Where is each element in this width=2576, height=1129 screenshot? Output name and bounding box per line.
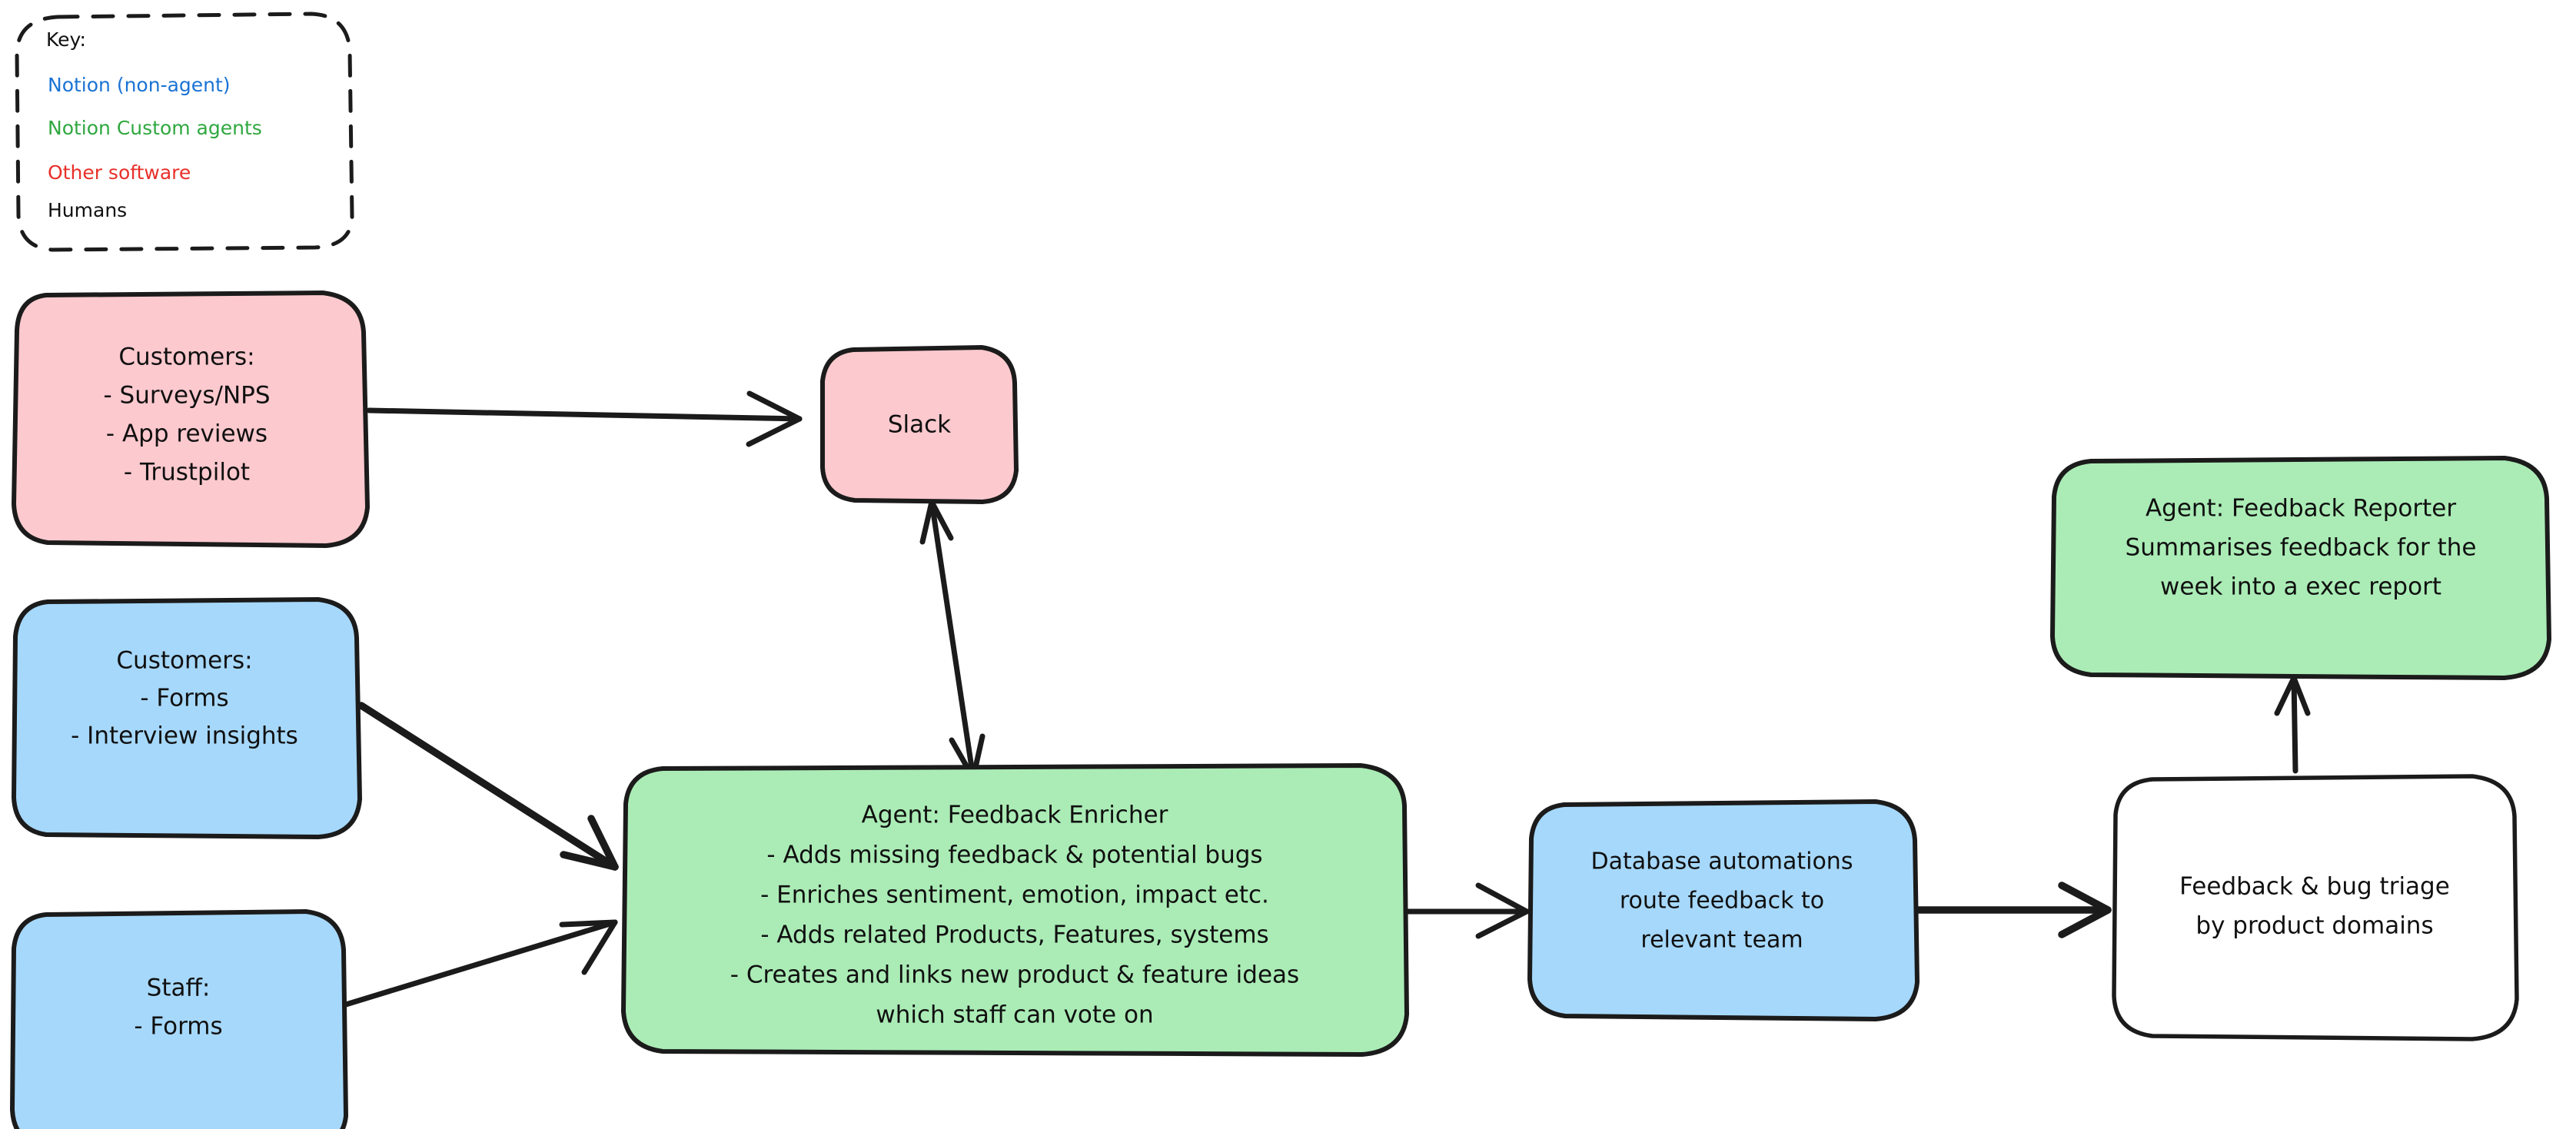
node-customers-sources-line-0: Customers: (118, 344, 254, 371)
edge-triage-to-feedback-reporter (2274, 675, 2311, 774)
key-legend: Key: Notion (non-agent) Notion Custom ag… (15, 12, 354, 252)
node-feedback-enricher-line-5: which staff can vote on (876, 1001, 1153, 1029)
node-triage-line-1: by product domains (2195, 912, 2433, 940)
edge-feedback-enricher-to-database-automations (1404, 882, 1530, 939)
node-slack[interactable]: Slack (820, 345, 1019, 504)
node-feedback-enricher-line-0: Agent: Feedback Enricher (862, 802, 1168, 829)
node-database-automations[interactable]: Database automations route feedback to r… (1527, 799, 1920, 1021)
node-customers-forms-line-2: - Interview insights (71, 722, 298, 750)
key-item-notion-non-agent: Notion (non-agent) (48, 74, 231, 96)
node-customers-sources-line-1: - Surveys/NPS (103, 382, 270, 410)
node-customers-sources-line-2: - App reviews (106, 420, 268, 448)
node-feedback-enricher[interactable]: Agent: Feedback Enricher - Adds missing … (621, 763, 1409, 1057)
node-triage-shape (2112, 774, 2519, 1041)
node-customers-forms[interactable]: Customers: - Forms - Interview insights (12, 597, 362, 839)
edge-customers-sources-to-slack (366, 390, 803, 447)
node-feedback-enricher-line-2: - Enriches sentiment, emotion, impact et… (760, 882, 1269, 909)
node-staff-forms-shape (10, 909, 348, 1129)
node-database-automations-line-0: Database automations (1591, 848, 1853, 875)
node-staff-forms-line-0: Staff: (147, 975, 211, 1002)
node-feedback-reporter-shape (2050, 456, 2551, 680)
node-database-automations-line-2: relevant team (1640, 927, 1803, 954)
node-feedback-reporter-line-2: week into a exec report (2160, 573, 2441, 601)
key-item-other-software: Other software (48, 161, 191, 184)
node-customers-sources-line-3: - Trustpilot (124, 459, 250, 486)
edge-staff-forms-to-feedback-enricher (343, 919, 618, 1008)
node-feedback-reporter-line-1: Summarises feedback for the (2126, 534, 2477, 562)
node-customers-forms-line-0: Customers: (116, 647, 252, 675)
edge-customers-forms-to-feedback-enricher (357, 702, 619, 871)
node-customers-forms-shape (12, 597, 362, 839)
node-triage-line-0: Feedback & bug triage (2179, 873, 2450, 901)
node-slack-shape (820, 345, 1019, 504)
node-database-automations-line-1: route feedback to (1620, 888, 1824, 915)
node-feedback-enricher-line-4: - Creates and links new product & featur… (730, 961, 1299, 989)
node-customers-sources-shape (12, 291, 370, 548)
node-slack-label: Slack (888, 411, 951, 439)
key-item-humans: Humans (48, 199, 127, 221)
node-feedback-reporter-line-0: Agent: Feedback Reporter (2146, 495, 2456, 523)
key-heading: Key: (46, 28, 86, 51)
key-item-notion-custom-agents: Notion Custom agents (48, 117, 262, 139)
key-legend-border (15, 12, 354, 252)
node-feedback-enricher-line-3: - Adds related Products, Features, syste… (760, 921, 1268, 949)
node-feedback-enricher-line-1: - Adds missing feedback & potential bugs (766, 842, 1262, 869)
node-feedback-reporter[interactable]: Agent: Feedback Reporter Summarises feed… (2050, 456, 2551, 680)
edge-slack-to-feedback-enricher (919, 499, 986, 781)
node-customers-forms-line-1: - Forms (140, 685, 228, 712)
node-triage[interactable]: Feedback & bug triage by product domains (2112, 774, 2519, 1041)
node-feedback-enricher-shape (621, 763, 1409, 1057)
edge-database-automations-to-triage (1913, 882, 2112, 938)
node-staff-forms[interactable]: Staff: - Forms (10, 909, 348, 1129)
node-customers-sources[interactable]: Customers: - Surveys/NPS - App reviews -… (12, 291, 370, 548)
node-database-automations-shape (1527, 799, 1920, 1021)
node-staff-forms-line-1: - Forms (134, 1013, 222, 1041)
